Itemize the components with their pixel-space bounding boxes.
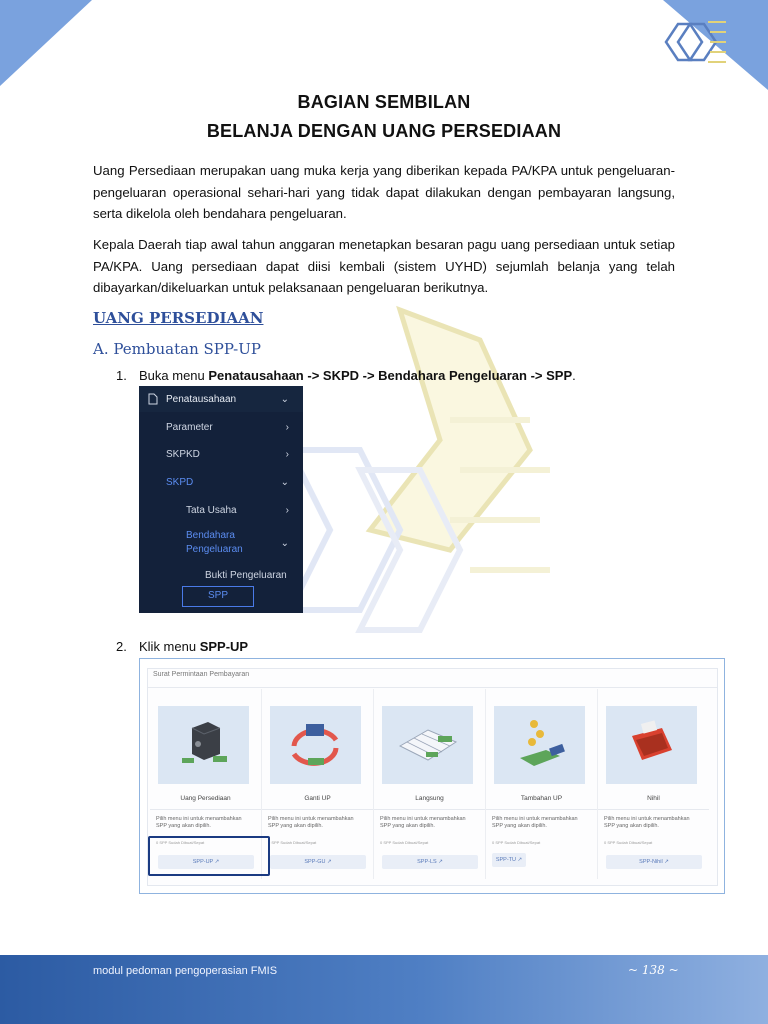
step-2-number: 2. xyxy=(116,639,127,654)
paragraph-1: Uang Persediaan merupakan uang muka kerj… xyxy=(93,163,675,221)
logo-icon xyxy=(664,21,726,63)
step-1: 1. Buka menu Penatausahaan -> SKPD -> Be… xyxy=(116,368,576,383)
card-count: 0 SPP Sudah Dibuat/Sepat xyxy=(604,840,653,845)
divider xyxy=(148,687,717,688)
page-number: ~ 138 ~ xyxy=(628,963,679,977)
card-name: Nihil xyxy=(647,795,660,802)
spp-tu-button[interactable]: SPP-TU ↗ xyxy=(492,853,526,867)
divider xyxy=(262,809,373,810)
step-2-menu: SPP-UP xyxy=(199,639,249,654)
card-name: Ganti UP xyxy=(304,795,331,802)
card-description: Pilih menu ini untuk menambahkan SPP yan… xyxy=(380,816,466,829)
card-count: 0 SPP Sudah Dibuat/Sepat xyxy=(156,840,205,845)
card-description: Pilih menu ini untuk menambahkan SPP yan… xyxy=(156,816,242,829)
card-name: Langsung xyxy=(415,795,444,802)
watermark-icon xyxy=(285,305,550,633)
menu-label-skpd: SKPD xyxy=(166,476,194,488)
coins-icon xyxy=(520,720,565,766)
footer-text: modul pedoman pengoperasian FMIS xyxy=(93,965,278,977)
menu-screenshot: Penatausahaan ⌄ Parameter › SKPKD › SKPD… xyxy=(139,386,303,613)
divider xyxy=(150,809,261,810)
menu-item-spp[interactable]: SPP xyxy=(182,586,254,607)
divider xyxy=(598,809,709,810)
card-nihil: Nihil Pilih menu ini untuk menambahkan S… xyxy=(598,689,709,879)
spp-nihil-button[interactable]: SPP-Nihil ↗ xyxy=(606,855,702,869)
card-description: Pilih menu ini untuk menambahkan SPP yan… xyxy=(604,816,690,829)
card-description: Pilih menu ini untuk menambahkan SPP yan… xyxy=(268,816,354,829)
menu-label-parameter: Parameter xyxy=(166,421,213,433)
menu-label-bendahara: Bendahara xyxy=(186,530,235,541)
chevron-right-icon: › xyxy=(285,504,289,516)
exchange-icon xyxy=(291,724,339,766)
chevron-right-icon: › xyxy=(285,448,289,460)
menu-item-bukti-pengeluaran[interactable]: Bukti Pengeluaran xyxy=(139,565,303,585)
chevron-right-icon: › xyxy=(285,421,289,433)
menu-item-skpkd[interactable]: SKPKD › xyxy=(139,441,303,467)
spp-cards-screenshot: Surat Permintaan Pembayaran Uang Persedi… xyxy=(139,658,725,894)
cards-panel: Surat Permintaan Pembayaran Uang Persedi… xyxy=(147,668,718,886)
document-icon xyxy=(148,393,158,405)
divider xyxy=(374,809,485,810)
card-tambahan-up: Tambahan UP Pilih menu ini untuk menamba… xyxy=(486,689,598,879)
calendar-money-icon xyxy=(398,729,458,761)
card-description: Pilih menu ini untuk menambahkan SPP yan… xyxy=(492,816,578,829)
safe-icon xyxy=(182,722,227,763)
step-1-path: Penatausahaan -> SKPD -> Bendahara Penge… xyxy=(208,368,573,383)
menu-item-penatausahaan[interactable]: Penatausahaan ⌄ xyxy=(139,386,303,412)
footer: modul pedoman pengoperasian FMIS ~ 138 ~ xyxy=(0,955,768,1024)
step-2: 2. Klik menu SPP-UP xyxy=(116,639,248,654)
subsection-heading: A. Pembuatan SPP-UP xyxy=(93,340,261,358)
chevron-down-icon: ⌄ xyxy=(280,476,289,488)
spp-up-highlight xyxy=(148,836,270,876)
spp-ls-button[interactable]: SPP-LS ↗ xyxy=(382,855,478,869)
chevron-down-icon: ⌄ xyxy=(280,393,289,405)
exchange-illustration xyxy=(270,706,361,784)
wallet-icon xyxy=(632,720,672,760)
card-ganti-up: Ganti UP Pilih menu ini untuk menambahka… xyxy=(262,689,374,879)
step-1-text: Buka menu xyxy=(139,368,209,383)
page-title: BAGIAN SEMBILAN xyxy=(297,92,471,112)
card-count: 0 SPP Sudah Dibuat/Sepat xyxy=(268,840,317,845)
card-name: Tambahan UP xyxy=(520,795,563,802)
divider xyxy=(486,809,597,810)
menu-label-tata-usaha: Tata Usaha xyxy=(186,504,237,516)
spp-gu-button[interactable]: SPP-GU ↗ xyxy=(270,855,366,869)
safe-illustration xyxy=(158,706,249,784)
card-count: 0 SPP Sudah Dibuat/Sepat xyxy=(380,840,429,845)
corner-decoration-left xyxy=(0,0,92,86)
coins-illustration xyxy=(494,706,585,784)
menu-item-parameter[interactable]: Parameter › xyxy=(139,414,303,440)
menu-item-skpd[interactable]: SKPD ⌄ xyxy=(139,469,303,495)
menu-label-penatausahaan: Penatausahaan xyxy=(166,393,237,405)
card-uang-persediaan: Uang Persediaan Pilih menu ini untuk men… xyxy=(150,689,262,879)
menu-item-bendahara-pengeluaran[interactable]: Bendahara Pengeluaran ⌄ xyxy=(139,527,303,559)
wallet-illustration xyxy=(606,706,697,784)
menu-label-skpkd: SKPKD xyxy=(166,448,200,460)
paragraph-2: Kepala Daerah tiap awal tahun anggaran m… xyxy=(93,237,675,295)
cards-title: Surat Permintaan Pembayaran xyxy=(153,671,250,678)
menu-label-pengeluaran: Pengeluaran xyxy=(186,544,243,555)
step-2-text: Klik menu xyxy=(139,639,200,654)
calendar-illustration xyxy=(382,706,473,784)
chevron-down-icon: ⌄ xyxy=(280,537,289,549)
card-count: 0 SPP Sudah Dibuat/Sepat xyxy=(492,840,541,845)
section-heading: UANG PERSEDIAAN xyxy=(93,309,264,327)
menu-item-tata-usaha[interactable]: Tata Usaha › xyxy=(139,497,303,523)
card-name: Uang Persediaan xyxy=(180,795,231,802)
menu-label-bukti-pengeluaran: Bukti Pengeluaran xyxy=(205,569,287,581)
step-1-number: 1. xyxy=(116,368,127,383)
card-langsung: Langsung Pilih menu ini untuk menambahka… xyxy=(374,689,486,879)
step-1-period: . xyxy=(572,368,576,383)
spp-up-button[interactable]: SPP-UP ↗ xyxy=(158,855,254,869)
page-subtitle: BELANJA DENGAN UANG PERSEDIAAN xyxy=(206,121,562,141)
